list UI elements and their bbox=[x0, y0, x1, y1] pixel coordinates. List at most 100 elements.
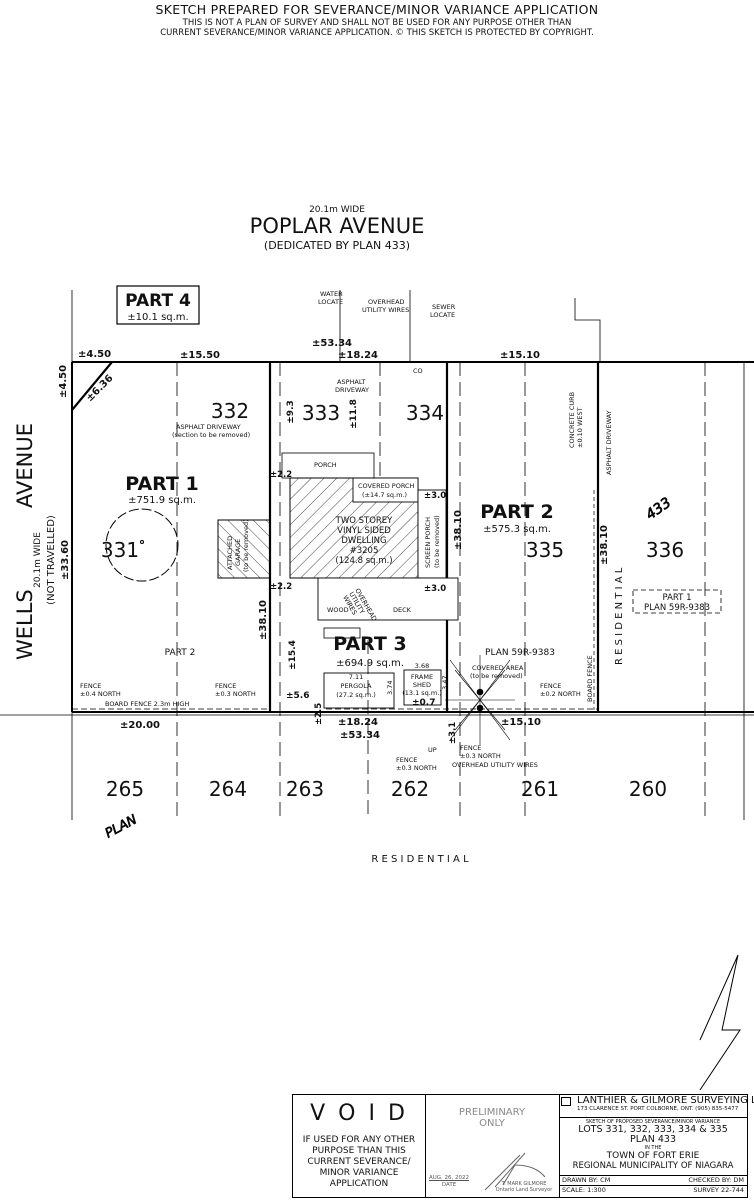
preliminary-2: ONLY bbox=[479, 1118, 505, 1129]
box-plan: PLAN 59R-9383 bbox=[644, 603, 710, 613]
dim-53-34-top: ±53.34 bbox=[312, 338, 352, 349]
part-1-plan-box bbox=[632, 589, 722, 614]
fence-left-1: FENCE bbox=[80, 682, 101, 690]
dim-3-0-a: ±3.0 bbox=[424, 491, 446, 501]
concrete-curb-1: CONCRETE CURB bbox=[568, 392, 576, 448]
firm-logo-icon bbox=[561, 1097, 571, 1106]
part-2-plan-label: PART 2 bbox=[165, 648, 196, 658]
in-the: IN THE bbox=[644, 1145, 662, 1151]
dim-4-50-top: ±4.50 bbox=[78, 349, 111, 360]
fence-mid-1: FENCE bbox=[215, 682, 236, 690]
plan-label-outline: PLAN bbox=[103, 812, 140, 841]
deck-label: DECK bbox=[393, 606, 412, 614]
survey-number: SURVEY 22-744 bbox=[693, 1186, 744, 1194]
board-fence-right: BOARD FENCE bbox=[586, 655, 594, 702]
disclaimer-line-1: THIS IS NOT A PLAN OF SURVEY AND SHALL N… bbox=[182, 18, 572, 28]
wells-label-1: WELLS bbox=[13, 589, 37, 660]
dim-2-5: ±2.5 bbox=[314, 703, 324, 725]
dim-2-2-a: ±2.2 bbox=[270, 470, 292, 480]
deck-steps bbox=[323, 627, 361, 639]
tree-icon bbox=[105, 508, 179, 582]
overhead-bottom: OVERHEAD UTILITY WIRES bbox=[452, 761, 538, 769]
dim-20-00: ±20.00 bbox=[120, 720, 160, 731]
water-locate-2: LOCATE bbox=[318, 298, 343, 306]
dim-18-24-top: ±18.24 bbox=[338, 350, 378, 361]
driveway-332-2: (section to be removed) bbox=[172, 431, 250, 439]
dwelling-1: TWO STOREY bbox=[335, 516, 394, 526]
lot-334: 334 bbox=[406, 401, 444, 425]
dimensions: ±4.50 ±4.50 ±6.36 ±15.50 ±53.34 ±18.24 ±… bbox=[58, 338, 610, 744]
dim-3-0-b: ±3.0 bbox=[424, 584, 446, 594]
part-2-area: ±575.3 sq.m. bbox=[483, 524, 551, 535]
sign-date: AUG. 26, 2022 bbox=[429, 1175, 470, 1181]
void-label: V O I D bbox=[310, 1101, 408, 1126]
void-panel: V O I D IF USED FOR ANY OTHER PURPOSE TH… bbox=[293, 1095, 426, 1197]
pergola-area: (27.2 sq.m.) bbox=[336, 691, 376, 699]
dim-15-50: ±15.50 bbox=[180, 350, 220, 361]
deck-wood-label: WOOD bbox=[327, 606, 349, 614]
lot-264: 264 bbox=[209, 777, 247, 801]
plan-59r-label: PLAN 59R-9383 bbox=[485, 648, 555, 658]
dim-38-10-left: ±38.10 bbox=[258, 600, 269, 640]
dim-9-3: ±9.3 bbox=[286, 400, 296, 423]
disclaimer-line-2: CURRENT SEVERANCE/MINOR VARIANCE APPLICA… bbox=[160, 28, 594, 38]
pergola-height: 3.74 bbox=[386, 681, 394, 695]
frame-shed bbox=[403, 669, 442, 706]
lot-331: 331 bbox=[101, 538, 139, 562]
residential-bottom: R E S I D E N T I A L bbox=[371, 854, 469, 865]
part-1-label: PART 1 bbox=[125, 473, 198, 495]
dim-15-10-bot: ±15.10 bbox=[501, 717, 541, 728]
sketch-title: SKETCH PREPARED FOR SEVERANCE/MINOR VARI… bbox=[155, 2, 599, 17]
screen-porch-2: (to be removed) bbox=[433, 515, 441, 568]
void-note-5: APPLICATION bbox=[329, 1179, 389, 1189]
void-note-4: MINOR VARIANCE bbox=[319, 1168, 399, 1178]
fence-right-1: FENCE bbox=[540, 682, 561, 690]
plan-433-outline: 433 bbox=[643, 495, 674, 523]
town-label: TOWN OF FORT ERIE bbox=[606, 1151, 700, 1161]
lot-263: 263 bbox=[286, 777, 324, 801]
sewer-locate-1: SEWER bbox=[432, 303, 456, 311]
poplar-note: (DEDICATED BY PLAN 433) bbox=[264, 239, 410, 252]
drawn-by: DRAWN BY: CM bbox=[562, 1176, 611, 1184]
surveyor-title: Ontario Land Surveyor bbox=[495, 1187, 553, 1193]
firm-name: LANTHIER & GILMORE SURVEYING LTD. bbox=[577, 1095, 754, 1106]
wells-width: 20.1m WIDE bbox=[33, 532, 43, 588]
pergola-label: PERGOLA bbox=[341, 682, 372, 690]
dim-15-4: ±15.4 bbox=[288, 640, 298, 670]
residential-right: R E S I D E N T I A L bbox=[614, 567, 625, 665]
title-block: V O I D IF USED FOR ANY OTHER PURPOSE TH… bbox=[292, 1094, 754, 1198]
pergola-outline bbox=[323, 672, 395, 709]
north-arrow-icon bbox=[699, 954, 741, 1091]
dim-11-8: ±11.8 bbox=[349, 399, 359, 429]
concrete-curb-2: ±0.10 WEST bbox=[576, 407, 584, 448]
fence-mid-2: ±0.3 NORTH bbox=[215, 690, 256, 698]
covered-porch-2: (±14.7 sq.m.) bbox=[362, 491, 407, 499]
porch-label: PORCH bbox=[314, 461, 337, 469]
scale: SCALE: 1:300 bbox=[562, 1186, 606, 1194]
pergola-width: 7.11 bbox=[349, 673, 363, 681]
fence-bot-b-2: ±0.3 NORTH bbox=[460, 752, 501, 760]
board-fence-bottom: BOARD FENCE 2.3m HIGH bbox=[105, 700, 189, 708]
dim-3-1: ±3.1 bbox=[448, 722, 458, 744]
poplar-avenue-label: POPLAR AVENUE bbox=[250, 214, 425, 238]
covered-porch-1: COVERED PORCH bbox=[358, 482, 415, 490]
shed-height: 3.47 bbox=[441, 676, 449, 690]
plan-label: PLAN 433 bbox=[630, 1134, 676, 1145]
region-label: REGIONAL MUNICIPALITY OF NIAGARA bbox=[572, 1161, 734, 1171]
fence-bot-a-2: ±0.3 NORTH bbox=[396, 764, 437, 772]
signature bbox=[484, 1152, 546, 1191]
garage-3: (to be removed) bbox=[242, 519, 250, 572]
date-label: DATE bbox=[441, 1182, 457, 1188]
void-note-1: IF USED FOR ANY OTHER bbox=[302, 1135, 416, 1145]
part-2-label: PART 2 bbox=[480, 501, 553, 523]
lot-262: 262 bbox=[391, 777, 429, 801]
lot-336: 336 bbox=[646, 538, 684, 562]
dwelling-4: #3205 bbox=[350, 546, 379, 556]
attached-garage bbox=[217, 519, 271, 579]
lot-265: 265 bbox=[106, 777, 144, 801]
dim-4-50-side: ±4.50 bbox=[58, 365, 69, 398]
checked-by: CHECKED BY: DM bbox=[688, 1176, 744, 1184]
part-3-label: PART 3 bbox=[333, 633, 406, 655]
covered-area-2: (to be removed) bbox=[470, 672, 523, 680]
part-4-box bbox=[116, 285, 200, 325]
